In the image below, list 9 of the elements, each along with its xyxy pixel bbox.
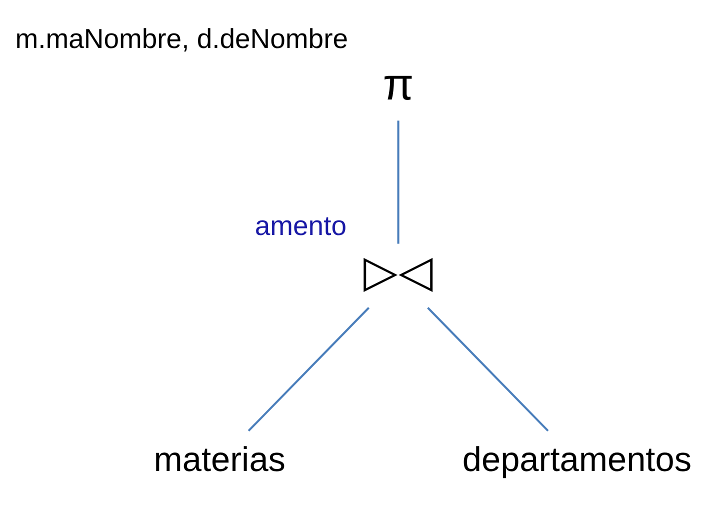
node-text: materias: [154, 440, 286, 478]
node-label: amento: [254, 210, 346, 241]
node-text: ▷◁: [363, 247, 434, 296]
connector: [397, 120, 400, 244]
node-label: m.maNombre, d.deNombre: [15, 22, 348, 54]
connector: [248, 306, 370, 432]
node-text: π: [382, 60, 414, 109]
connector: [427, 306, 549, 432]
node-text: departamentos: [462, 440, 692, 478]
